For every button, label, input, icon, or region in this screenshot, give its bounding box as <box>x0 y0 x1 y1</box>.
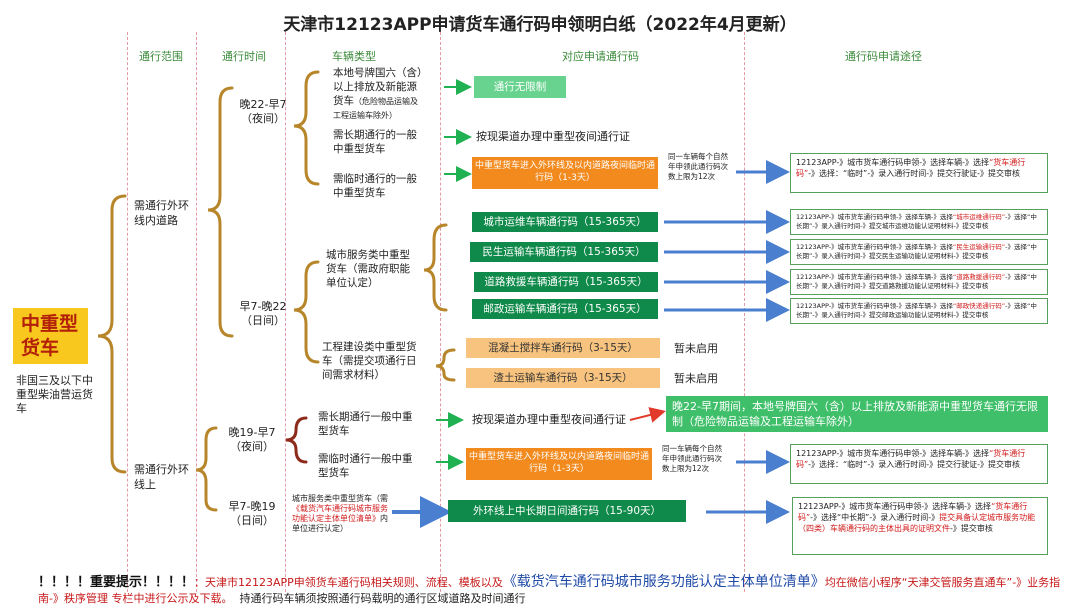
apply-path-road-rescue: 12123APP-》城市货车通行码申领-》选择车辆-》选择“道路救援通行码”-》… <box>790 269 1048 295</box>
vehicle-v2: 需长期通行的一般中重型货车 <box>333 129 417 155</box>
vehicle-v8-list: 《载货汽车通行码城市服务功能认定主体单位清单》 <box>292 504 388 523</box>
code-muck: 渣土运输车通行码（3-15天） <box>466 368 660 388</box>
vehicle-v6: 需长期通行一般中重型货车 <box>318 411 413 437</box>
brace-night1 <box>293 70 320 186</box>
range-inner: 需通行外环线内道路 <box>134 199 189 227</box>
vehicle-v1-label: 本地号牌国六（含）以上排放及新能源货车 <box>333 67 423 107</box>
important-notice: ！！！！重要提示！！！！：天津市12123APP申领货车通行码相关规则、流程、模… <box>38 574 1078 607</box>
apply-path-temp-1-code: “货车通行码” <box>796 158 1026 178</box>
code-outer-day: 外环线上中长期日间通行码（15-90天） <box>448 500 686 522</box>
vehicle-v8-text-a: 城市服务类中重型货车（需 <box>292 494 388 503</box>
apply-path-city-ops: 12123APP-》城市货车通行码申领-》选择车辆-》选择“城市运维通行码”-》… <box>790 209 1048 235</box>
vehicle-v1: 本地号牌国六（含）以上排放及新能源货车（危险物品运输及工程运输车除外） <box>333 66 425 122</box>
status-pending-2: 暂未启用 <box>674 372 718 385</box>
notice-text-1: ：天津市12123APP申领货车通行码相关规则、流程、模板以及 <box>194 576 503 589</box>
code-city-ops: 城市运维车辆通行码（15-365天） <box>472 212 658 232</box>
apply-path-temp-2-a: 12123APP-》城市货车通行码申领-》选择车辆-》选择 <box>796 449 990 458</box>
apply-path-outer-day-code: “货车通行码” <box>798 502 1028 522</box>
apply-path-livelihood-code: “民生运输通行码” <box>952 243 1006 251</box>
range-outer: 需通行外环线上 <box>134 463 189 491</box>
header-time: 通行时间 <box>222 50 266 63</box>
column-divider <box>196 32 197 592</box>
time-day2: 早7-晚19（日间） <box>228 500 276 527</box>
vehicle-v8-text-b: 内单位进行认定） <box>292 514 388 533</box>
header-vehicle: 车辆类型 <box>332 50 376 63</box>
vehicle-v4: 城市服务类中重型货车（需政府职能单位认定） <box>326 249 410 289</box>
brace-day1 <box>293 260 320 364</box>
column-divider <box>285 32 286 592</box>
apply-path-postal-a: 12123APP-》城市货车通行码申领-》选择车辆-》选择 <box>796 302 953 310</box>
code-concrete: 混凝土搅拌车通行码（3-15天） <box>466 338 660 358</box>
apply-path-temp-2-code: “货车通行码” <box>796 449 1026 469</box>
vehicle-v1-note: （危险物品运输及工程运输车除外） <box>333 97 418 120</box>
apply-path-livelihood-a: 12123APP-》城市货车通行码申领-》选择车辆-》选择 <box>796 243 953 251</box>
apply-path-temp-1: 12123APP-》城市货车通行码申领-》选择车辆-》选择“货车通行码”-》选择… <box>790 153 1048 193</box>
apply-path-outer-day-a: 12123APP-》城市货车通行码申领-》选择车辆-》选择 <box>798 502 992 511</box>
apply-path-outer-day-b: -》选择“中长期”-》录入通行时间-》 <box>810 513 940 522</box>
apply-path-temp-1-a: 12123APP-》城市货车通行码申领-》选择车辆-》选择 <box>796 158 990 167</box>
apply-path-postal-code: “邮政快递通行码” <box>952 302 1006 310</box>
code-no-limit: 通行无限制 <box>474 76 566 98</box>
limit-note-2: 同一车辆每个自然年申领此通行码次数上限为12次 <box>662 444 722 473</box>
apply-path-postal-b: -》选择“中长期”-》录入通行时间-》提交邮政运输功能认证明材料-》提交审核 <box>796 302 1037 319</box>
column-divider <box>440 32 441 592</box>
apply-path-road-rescue-b: -》选择“中长期”-》录入通行时间-》提交道路救援功能认证明材料-》提交审核 <box>796 273 1037 290</box>
brace-service <box>423 223 448 312</box>
code-night-no-limit-info: 晚22-早7期间，本地号牌国六（含）以上排放及新能源中重型货车通行无限制（危险物… <box>666 396 1048 432</box>
brace-engineering <box>435 348 456 382</box>
column-divider <box>744 32 745 592</box>
time-night1: 晚22-早7（夜间） <box>239 98 287 125</box>
main-category-box: 中重型货车 <box>13 308 88 364</box>
status-pending-1: 暂未启用 <box>674 342 718 355</box>
main-category-note: 非国三及以下中重型柴油营运货车 <box>16 374 93 415</box>
code-livelihood: 民生运输车辆通行码（15-365天） <box>470 242 658 262</box>
notice-text-2: 均在微信小程序“天津交管服务直通车”-》业务指南-》秩序管理 专栏中进行公示及下… <box>38 576 1061 605</box>
brace-main <box>97 194 127 474</box>
apply-path-city-ops-a: 12123APP-》城市货车通行码申领-》选择车辆-》选择 <box>796 213 953 221</box>
code-night-pass-2: 按现渠道办理中重型夜间通行证 <box>472 413 626 426</box>
apply-path-temp-2-b: -》选择：“临时”-》录入通行时间-》提交行驶证-》提交审核 <box>808 460 1020 469</box>
notice-heading: ！！！！重要提示！！！！ <box>38 575 195 590</box>
apply-path-outer-day-proof: 提交具备认定城市服务功能（四类）车辆通行码的主体出具的证明文件 <box>798 513 1036 533</box>
brace-outer <box>195 426 218 512</box>
apply-path-postal: 12123APP-》城市货车通行码申领-》选择车辆-》选择“邮政快递通行码”-》… <box>790 298 1048 324</box>
notice-text-3: 持通行码车辆须按照通行码载明的通行区域道路及时间通行 <box>239 592 526 605</box>
apply-path-city-ops-b: -》选择“中长期”-》录入通行时间-》提交城市运维功能认证明材料-》提交审核 <box>796 213 1037 230</box>
brace-inner <box>207 86 234 338</box>
apply-path-temp-1-b: -》选择：“临时”-》录入通行时间-》提交行驶证-》提交审核 <box>808 169 1020 178</box>
code-postal: 邮政运输车辆通行码（15-365天） <box>472 299 658 319</box>
time-night2: 晚19-早7（夜间） <box>228 426 276 453</box>
apply-path-city-ops-code: “城市运维通行码” <box>952 213 1006 221</box>
vehicle-v5: 工程建设类中重型货车（需提交项通行日间需求材料） <box>322 341 417 381</box>
vehicle-v8: 城市服务类中重型货车（需《载货汽车通行码城市服务功能认定主体单位清单》内单位进行… <box>292 494 392 534</box>
apply-path-road-rescue-code: “道路救援通行码” <box>952 273 1006 281</box>
vehicle-v3: 需临时通行的一般中重型货车 <box>333 173 417 199</box>
brace-night2 <box>285 416 308 464</box>
page-title: 天津市12123APP申请货车通行码申领明白纸（2022年4月更新） <box>283 15 797 35</box>
code-night-temp-2: 中重型货车进入外环线及以内道路夜间临时通行码（1-3天） <box>466 448 652 480</box>
limit-note-1: 同一车辆每个自然年申领此通行码次数上限为12次 <box>668 152 728 181</box>
arrow-outer-night <box>629 407 666 423</box>
code-road-rescue: 道路救援车辆通行码（15-365天） <box>474 272 658 292</box>
apply-path-livelihood-b: -》选择“中长期”-》录入通行时间-》提交民生运输功能认证明材料-》提交审核 <box>796 243 1037 260</box>
apply-path-livelihood: 12123APP-》城市货车通行码申领-》选择车辆-》选择“民生运输通行码”-》… <box>790 239 1048 265</box>
time-day1: 早7-晚22（日间） <box>239 300 287 327</box>
apply-path-temp-2: 12123APP-》城市货车通行码申领-》选择车辆-》选择“货车通行码”-》选择… <box>790 444 1048 484</box>
notice-list-title: 《载货汽车通行码城市服务功能认定主体单位清单》 <box>502 574 825 590</box>
code-night-temp-1: 中重型货车进入外环线及以内道路夜间临时通行码（1-3天） <box>472 157 658 189</box>
apply-path-road-rescue-a: 12123APP-》城市货车通行码申领-》选择车辆-》选择 <box>796 273 953 281</box>
vehicle-v7: 需临时通行一般中重型货车 <box>318 453 413 479</box>
apply-path-outer-day-c: -》提交审核 <box>950 524 993 533</box>
apply-path-outer-day: 12123APP-》城市货车通行码申领-》选择车辆-》选择“货车通行码”-》选择… <box>792 497 1048 555</box>
header-range: 通行范围 <box>139 50 183 63</box>
column-divider <box>127 32 128 592</box>
header-path: 通行码申请途径 <box>845 50 922 63</box>
code-night-pass-1: 按现渠道办理中重型夜间通行证 <box>476 130 630 143</box>
header-code: 对应申请通行码 <box>562 50 639 63</box>
